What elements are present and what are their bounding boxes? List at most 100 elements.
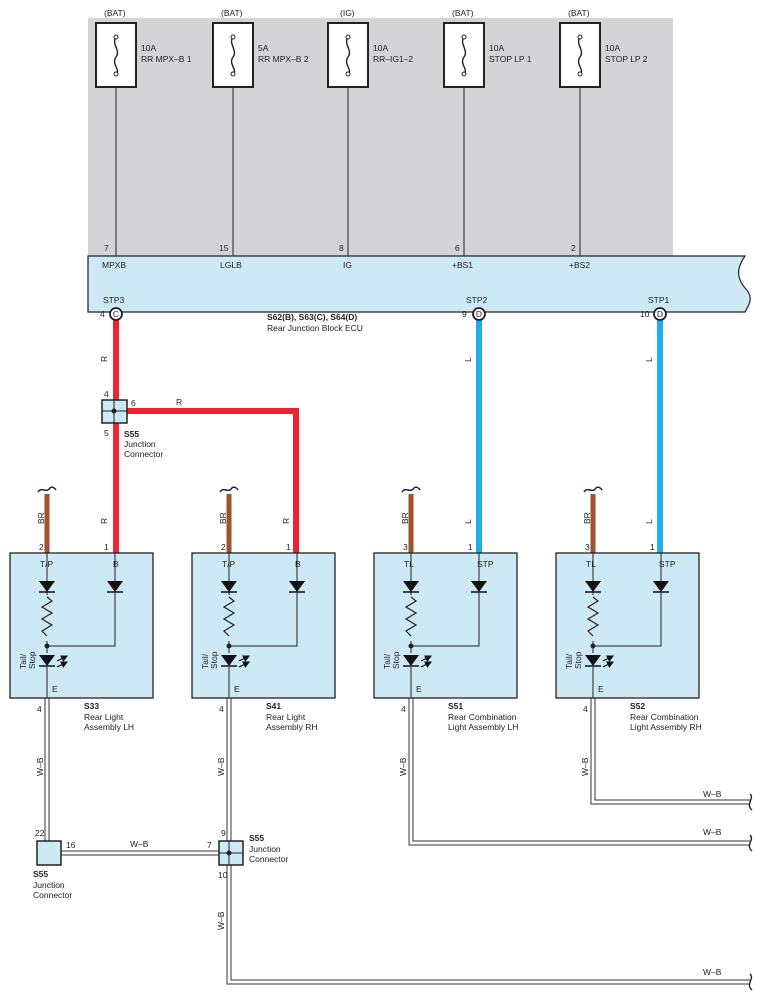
led-ray-icon: [420, 661, 433, 668]
svg-text:L: L: [644, 519, 654, 524]
svg-text:16: 16: [66, 840, 76, 850]
ecu-terminal: IG: [343, 260, 352, 270]
svg-text:W–B: W–B: [216, 757, 226, 776]
red-wires: [113, 319, 299, 553]
fuse-rating: 10A: [141, 43, 156, 53]
terminal-label: B: [295, 559, 301, 569]
fuse-source: (BAT): [568, 8, 590, 18]
lamp-label: Stop: [573, 651, 583, 669]
ecu-connectors: S62(B), S63(C), S64(D): [267, 312, 357, 322]
resistor-icon: [40, 596, 54, 637]
pin-number: 4: [37, 704, 42, 714]
pin-number: 1: [468, 542, 473, 552]
fuse-3: (IG) 10A RR–IG1–2: [327, 8, 413, 88]
assembly-id: S51: [448, 701, 463, 711]
fuse-rating: 5A: [258, 43, 269, 53]
svg-text:R: R: [99, 518, 109, 524]
junction-connector-top: 4 6 5 S55 Junction Connector: [101, 389, 163, 459]
terminal-label: STP: [477, 559, 494, 569]
assembly-box: [9, 552, 154, 699]
svg-text:L: L: [463, 519, 473, 524]
pin-number: 4: [583, 704, 588, 714]
lamp-label: Tail/: [382, 653, 392, 669]
svg-text:S55: S55: [249, 833, 264, 843]
assembly-name: Rear Light: [266, 712, 306, 722]
svg-text:C: C: [113, 309, 119, 319]
internal-wire: [229, 592, 298, 647]
lamp-label: Tail/: [18, 653, 28, 669]
svg-text:BR: BR: [36, 512, 46, 524]
svg-text:W–B: W–B: [580, 757, 590, 776]
ecu-terminal: +BS1: [452, 260, 473, 270]
pin-number: 4: [219, 704, 224, 714]
svg-text:4: 4: [100, 309, 105, 319]
led-ray-icon: [238, 661, 251, 668]
diode-icon: [585, 581, 601, 592]
fuse-icon: [345, 36, 351, 75]
diode-icon: [585, 655, 601, 666]
fuse-name: RR MPX–B 1: [141, 54, 192, 64]
svg-text:22: 22: [35, 828, 45, 838]
ecu-output-pin: D 9: [462, 307, 486, 321]
svg-text:W–B: W–B: [130, 839, 149, 849]
svg-text:S55: S55: [124, 429, 139, 439]
led-ray-icon: [602, 661, 615, 668]
led-ray-icon: [56, 655, 69, 662]
fuse-icon: [461, 36, 467, 75]
led-ray-icon: [56, 661, 69, 668]
terminal-label: STP: [659, 559, 676, 569]
ecu-output-label: STP1: [648, 295, 670, 305]
resistor-gap: [589, 595, 597, 641]
fuse-2: (BAT) 5A RR MPX–B 2: [212, 8, 309, 88]
diode-icon: [653, 581, 669, 592]
junction-dot: [408, 643, 414, 649]
assembly-box: [555, 552, 700, 699]
fuse-name: RR MPX–B 2: [258, 54, 309, 64]
terminal-label: TL: [586, 559, 596, 569]
ground-wires: [44, 698, 750, 985]
svg-text:D: D: [657, 309, 663, 319]
fuse-wires: [115, 74, 581, 256]
svg-text:W–B: W–B: [703, 789, 722, 799]
assembly-name: Assembly LH: [84, 722, 134, 732]
pin-number: 8: [339, 243, 344, 253]
fuse-icon: [230, 36, 236, 75]
svg-text:S55: S55: [33, 869, 48, 879]
ecu-block: [87, 255, 751, 313]
ecu-terminal: MPXB: [102, 260, 126, 270]
assembly-id: S41: [266, 701, 281, 711]
pin-number: 1: [286, 542, 291, 552]
svg-text:W–B: W–B: [703, 827, 722, 837]
terminal-label: E: [52, 684, 58, 694]
svg-text:Connector: Connector: [249, 854, 288, 864]
svg-text:Junction: Junction: [33, 880, 65, 890]
fuse-1: (BAT) 10A RR MPX–B 1: [95, 8, 192, 88]
fuse-name: RR–IG1–2: [373, 54, 413, 64]
svg-text:Junction: Junction: [249, 844, 281, 854]
wire-color-labels: R R R R L L L L BR BR BR BR: [36, 356, 654, 524]
junction-dot: [44, 643, 50, 649]
assembly-box: [373, 552, 518, 699]
svg-text:BR: BR: [218, 512, 228, 524]
terminal-label: E: [416, 684, 422, 694]
assembly-name: Rear Combination: [630, 712, 699, 722]
lamp-label: Stop: [391, 651, 401, 669]
lamp-label: Tail/: [564, 653, 574, 669]
resistor-gap: [407, 595, 415, 641]
resistor-icon: [586, 596, 600, 637]
resistor-icon: [222, 596, 236, 637]
assembly-name: Assembly RH: [266, 722, 317, 732]
pin-number: 3: [403, 542, 408, 552]
svg-text:7: 7: [207, 840, 212, 850]
pin-number: 1: [104, 542, 109, 552]
brown-wires: [44, 494, 596, 553]
svg-text:5: 5: [104, 428, 109, 438]
lamp-label: Stop: [27, 651, 37, 669]
ecu-output-label: STP2: [466, 295, 488, 305]
svg-text:R: R: [176, 397, 182, 407]
terminal-label: B: [113, 559, 119, 569]
svg-text:9: 9: [462, 309, 467, 319]
